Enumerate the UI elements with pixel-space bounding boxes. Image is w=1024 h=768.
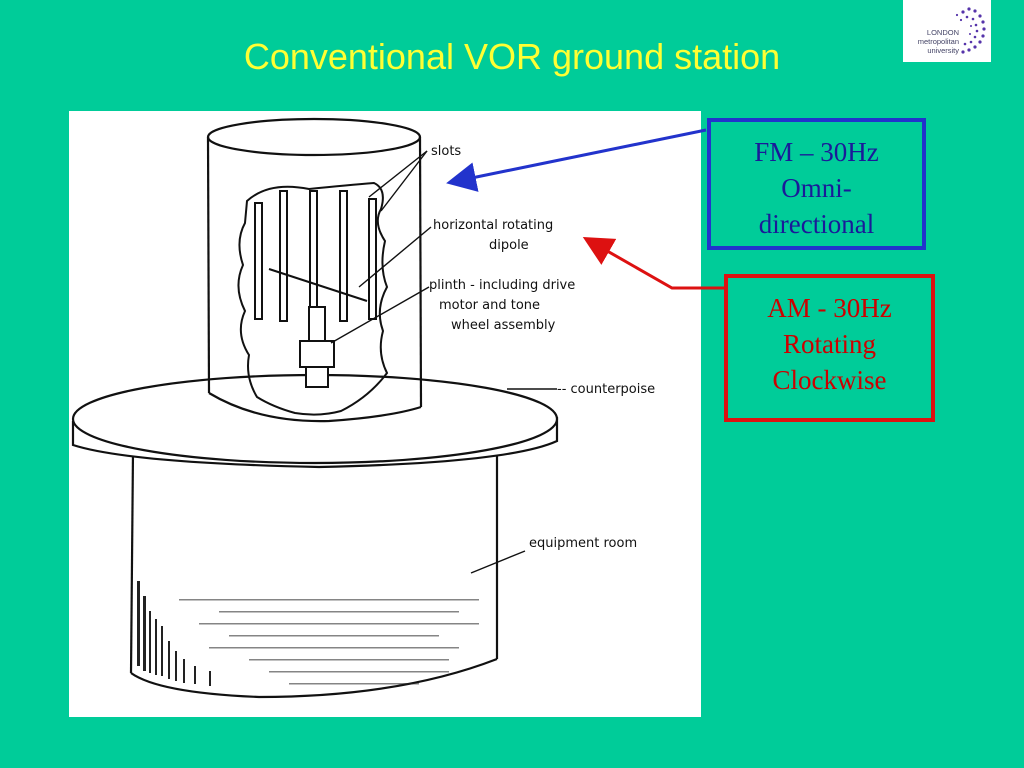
fm-callout-box: FM – 30Hz Omni- directional xyxy=(707,118,926,250)
equipment-room-shading xyxy=(137,581,479,686)
label-dipole-line1: horizontal rotating xyxy=(433,218,553,233)
vor-drawing: slots horizontal rotating dipole plinth … xyxy=(71,117,655,699)
fm-line-1: FM – 30Hz xyxy=(754,137,879,167)
cutaway-outline xyxy=(237,181,389,416)
logo-line-london: LONDON xyxy=(926,28,959,37)
university-logo: LONDON metropolitan university xyxy=(903,0,991,62)
vor-station-diagram: slots horizontal rotating dipole plinth … xyxy=(69,111,701,717)
outer-cylinder xyxy=(206,117,423,423)
fm-arrow xyxy=(446,128,707,192)
am-callout-box: AM - 30Hz Rotating Clockwise xyxy=(724,274,935,422)
label-slots: slots xyxy=(431,144,461,159)
logo-line-metropolitan: metropolitan xyxy=(917,37,959,46)
label-plinth-line2: motor and tone xyxy=(439,298,540,313)
label-dipole-line2: dipole xyxy=(489,238,529,253)
antenna-slots xyxy=(254,190,377,322)
am-line-2: Rotating xyxy=(783,329,876,359)
am-arrow xyxy=(582,237,724,290)
am-line-3: Clockwise xyxy=(772,365,887,395)
logo-dots-icon xyxy=(955,7,986,54)
fm-line-2: Omni- xyxy=(781,173,852,203)
am-line-1: AM - 30Hz xyxy=(767,293,892,323)
label-counterpoise: -- counterpoise xyxy=(557,382,655,397)
logo-line-university: university xyxy=(927,46,959,55)
fm-line-3: directional xyxy=(758,209,875,239)
label-equipment-room: equipment room xyxy=(529,536,637,551)
leader-lines xyxy=(330,150,557,574)
counterpoise-disc xyxy=(71,373,559,469)
equipment-room-cylinder xyxy=(129,450,499,699)
label-plinth-line1: plinth - including drive xyxy=(429,278,575,293)
slide-title: Conventional VOR ground station xyxy=(243,36,781,77)
label-plinth-line3: wheel assembly xyxy=(451,318,556,333)
plinth xyxy=(299,306,335,388)
